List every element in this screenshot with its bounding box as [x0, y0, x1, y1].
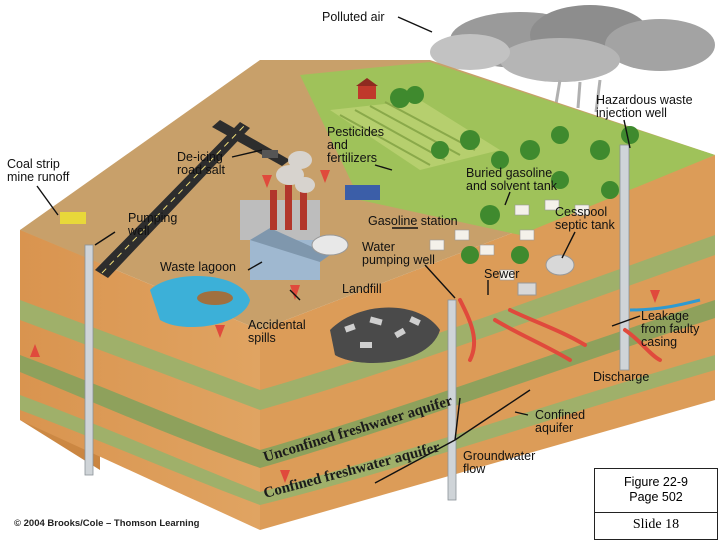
label-water-pumping-well: Water pumping well — [362, 240, 435, 267]
block-right-face — [260, 155, 715, 530]
label-buried-gasoline: Buried gasoline and solvent tank — [466, 166, 558, 193]
label-coal-strip: Coal strip mine runoff — [7, 157, 70, 184]
label-leakage: Leakage from faulty casing — [641, 309, 700, 349]
label-confined-aquifer: Confined aquifer — [535, 408, 586, 435]
slide-number: Slide 18 — [632, 517, 680, 532]
label-pumping-well: Pumping well — [128, 211, 178, 238]
gas-station-icon — [345, 185, 380, 200]
label-accidental-spills: Accidental spills — [248, 318, 306, 345]
figure-reference-box: Figure 22-9 Page 502 — [594, 468, 718, 514]
car-icon — [262, 150, 278, 158]
label-waste-lagoon: Waste lagoon — [160, 260, 236, 274]
slide-number-box: Slide 18 — [594, 512, 718, 540]
injection-well-shaft — [619, 144, 630, 371]
label-deicing: De-icing road salt — [177, 150, 225, 177]
copyright-notice: © 2004 Brooks/Cole – Thomson Learning — [14, 518, 200, 529]
label-cesspool: Cesspool septic tank — [555, 205, 615, 232]
label-discharge: Discharge — [593, 370, 650, 384]
figure-page: Page 502 — [629, 490, 683, 504]
truck-icon — [60, 212, 86, 224]
pumping-well-shaft — [84, 244, 94, 476]
label-landfill: Landfill — [342, 282, 382, 296]
figure-number: Figure 22-9 — [624, 475, 688, 489]
barn-icon — [358, 85, 376, 99]
polluted-cloud — [430, 5, 715, 113]
label-gasoline-station: Gasoline station — [368, 214, 458, 228]
label-polluted-air: Polluted air — [322, 10, 385, 24]
label-pesticides: Pesticides and fertilizers — [327, 125, 384, 165]
label-groundwater-flow: Groundwater flow — [463, 449, 536, 476]
label-hazardous-waste: Hazardous waste injection well — [596, 93, 693, 120]
label-sewer: Sewer — [484, 267, 520, 281]
